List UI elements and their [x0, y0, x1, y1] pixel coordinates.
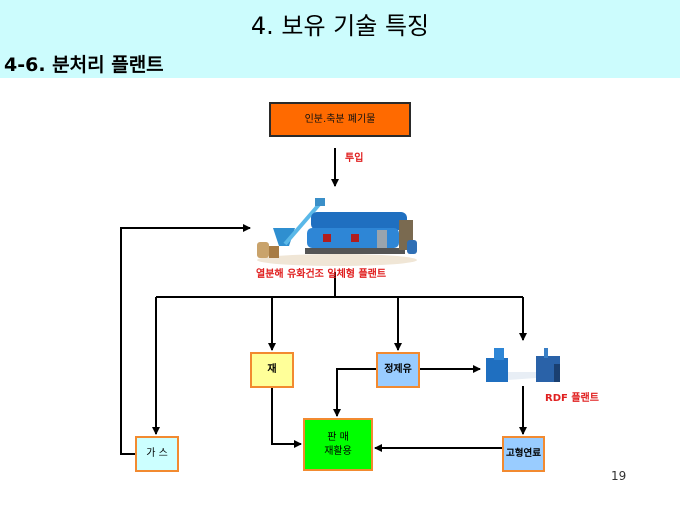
sale-recycle-box: 판 매 재활용	[303, 418, 373, 471]
arrow-ash-to-sale	[271, 388, 302, 448]
sale-box-line2: 재활용	[324, 445, 352, 457]
page-number: 19	[611, 469, 627, 483]
arrow-gas-loop-to-plant	[120, 224, 251, 455]
ash-box: 재	[250, 352, 294, 388]
slide-subtitle: 4-6. 분처리 플랜트	[4, 54, 164, 76]
waste-source-box: 인분.축분 폐기물	[269, 102, 411, 137]
slide-title: 4. 보유 기술 특징	[250, 12, 430, 40]
refined-oil-box: 정제유	[376, 352, 420, 388]
arrow-oil-to-sale	[333, 368, 376, 417]
solid-fuel-box: 고형연료	[502, 436, 545, 472]
main-plant-label: 열분해 유화건조 일체형 플랜트	[256, 269, 387, 280]
slide-header: 4. 보유 기술 특징 4-6. 분처리 플랜트	[0, 0, 680, 78]
sale-box-line1: 판 매	[327, 432, 349, 443]
rdf-plant-image	[486, 348, 560, 382]
rdf-plant-label: RDF 플랜트	[545, 393, 599, 404]
gas-box: 가 스	[135, 436, 179, 472]
pyrolysis-plant-image	[257, 198, 417, 266]
input-label: 투입	[345, 153, 364, 164]
